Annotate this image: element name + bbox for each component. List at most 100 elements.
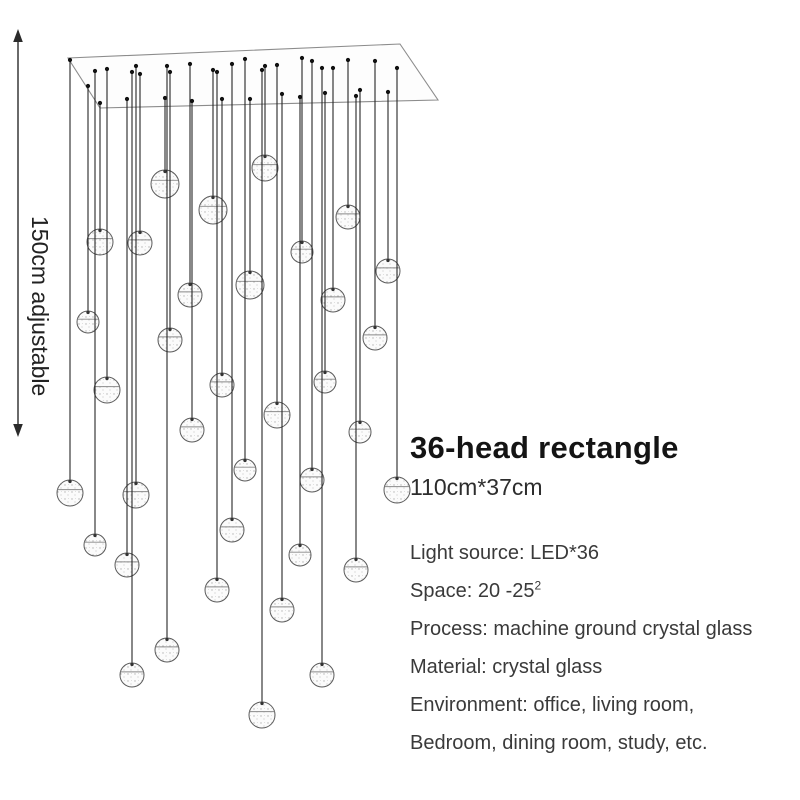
spec-line-light-source: Light source: LED*36 — [410, 534, 794, 572]
crystal-ball — [362, 325, 388, 351]
crystal-ball — [86, 228, 114, 256]
attachment-dot-icon — [345, 57, 351, 63]
attachment-dot-icon — [394, 65, 400, 71]
crystal-ball — [288, 543, 312, 567]
ball-cap-icon — [300, 240, 304, 245]
crystal-ball — [150, 169, 180, 199]
crystal-ball — [76, 310, 100, 334]
ball-cap-icon — [260, 701, 264, 706]
space-superscript: 2 — [534, 578, 542, 593]
ball-cap-icon — [275, 401, 279, 406]
ball-cap-icon — [98, 228, 102, 233]
attachment-dot-icon — [167, 69, 173, 75]
pendant — [204, 69, 230, 603]
attachment-dot-icon — [319, 65, 325, 71]
ball-cap-icon — [168, 327, 172, 332]
attachment-dot-icon — [322, 90, 328, 96]
ball-cap-icon — [215, 577, 219, 582]
ball-cap-icon — [134, 481, 138, 486]
spec-text: Space: 20 -25 — [410, 580, 535, 602]
ball-cap-icon — [190, 417, 194, 422]
pendant — [76, 83, 100, 334]
crystal-ball — [233, 458, 257, 482]
ball-cap-icon — [386, 258, 390, 263]
spec-text: Bedroom, dining room, study, etc. — [410, 732, 708, 754]
ball-cap-icon — [220, 372, 224, 377]
attachment-dot-icon — [133, 63, 139, 69]
crystal-ball — [204, 577, 230, 603]
pendant — [209, 96, 235, 398]
crystal-ball — [198, 195, 228, 225]
crystal-ball — [375, 258, 401, 284]
ball-cap-icon — [395, 476, 399, 481]
crystal-ball — [219, 517, 245, 543]
ball-cap-icon — [230, 517, 234, 522]
spec-text: Environment: office, living room, — [410, 694, 695, 716]
pendant — [179, 98, 205, 443]
pendant — [150, 95, 180, 199]
height-dimension-arrow — [13, 29, 23, 437]
attachment-dot-icon — [85, 83, 91, 89]
spec-text: Material: crystal glass — [410, 656, 603, 678]
pendant — [154, 63, 180, 663]
attachment-dot-icon — [242, 56, 248, 62]
attachment-dot-icon — [164, 63, 170, 69]
attachment-dot-icon — [137, 71, 143, 77]
pendant — [86, 100, 114, 256]
attachment-dot-icon — [330, 65, 336, 71]
spec-text: Process: machine ground crystal glass — [410, 618, 753, 640]
spec-line-process: Process: machine ground crystal glass — [410, 610, 794, 648]
crystal-ball — [309, 662, 335, 688]
crystal-ball — [93, 376, 121, 404]
ball-cap-icon — [354, 557, 358, 562]
pendant — [362, 58, 388, 351]
crystal-ball — [290, 240, 314, 264]
spec-line-space: Space: 20 -252 — [410, 572, 794, 610]
ball-cap-icon — [280, 597, 284, 602]
height-label: 150cm adjustable — [27, 216, 53, 396]
pendant — [83, 68, 107, 557]
spec-list: Light source: LED*36 Space: 20 -252 Proc… — [410, 534, 794, 762]
attachment-dot-icon — [219, 96, 225, 102]
ball-cap-icon — [323, 370, 327, 375]
ball-cap-icon — [263, 154, 267, 159]
attachment-dot-icon — [299, 55, 305, 61]
pendants-layer — [56, 55, 411, 729]
crystal-ball — [263, 401, 291, 429]
pendant — [320, 65, 346, 313]
spec-text: Light source: LED*36 — [410, 542, 600, 564]
attachment-dot-icon — [92, 68, 98, 74]
pendant — [269, 91, 295, 623]
crystal-ball — [299, 467, 325, 493]
attachment-dot-icon — [372, 58, 378, 64]
ball-cap-icon — [298, 543, 302, 548]
crystal-ball — [313, 370, 337, 394]
ball-cap-icon — [188, 282, 192, 287]
crystal-ball — [343, 557, 369, 583]
attachment-dot-icon — [214, 69, 220, 75]
pendant — [343, 93, 369, 583]
crystal-ball — [179, 417, 205, 443]
crystal-ball — [248, 701, 276, 729]
crystal-ball — [157, 327, 183, 353]
ball-cap-icon — [248, 270, 252, 275]
spec-line-environment: Environment: office, living room, — [410, 686, 794, 724]
attachment-dot-icon — [297, 94, 303, 100]
pendant — [335, 57, 361, 230]
pendant — [309, 65, 335, 688]
product-size: 110cm*37cm — [410, 474, 543, 500]
ball-cap-icon — [130, 662, 134, 667]
pendant — [235, 96, 265, 300]
ball-cap-icon — [105, 376, 109, 381]
ball-cap-icon — [358, 420, 362, 425]
product-title: 36-head rectangle — [410, 430, 679, 465]
ball-cap-icon — [125, 552, 129, 557]
crystal-ball — [235, 270, 265, 300]
pendant — [122, 63, 150, 509]
pendant — [233, 56, 257, 482]
ball-cap-icon — [346, 204, 350, 209]
attachment-dot-icon — [247, 96, 253, 102]
pendant — [93, 66, 121, 404]
ball-cap-icon — [86, 310, 90, 315]
attachment-dot-icon — [259, 67, 265, 73]
